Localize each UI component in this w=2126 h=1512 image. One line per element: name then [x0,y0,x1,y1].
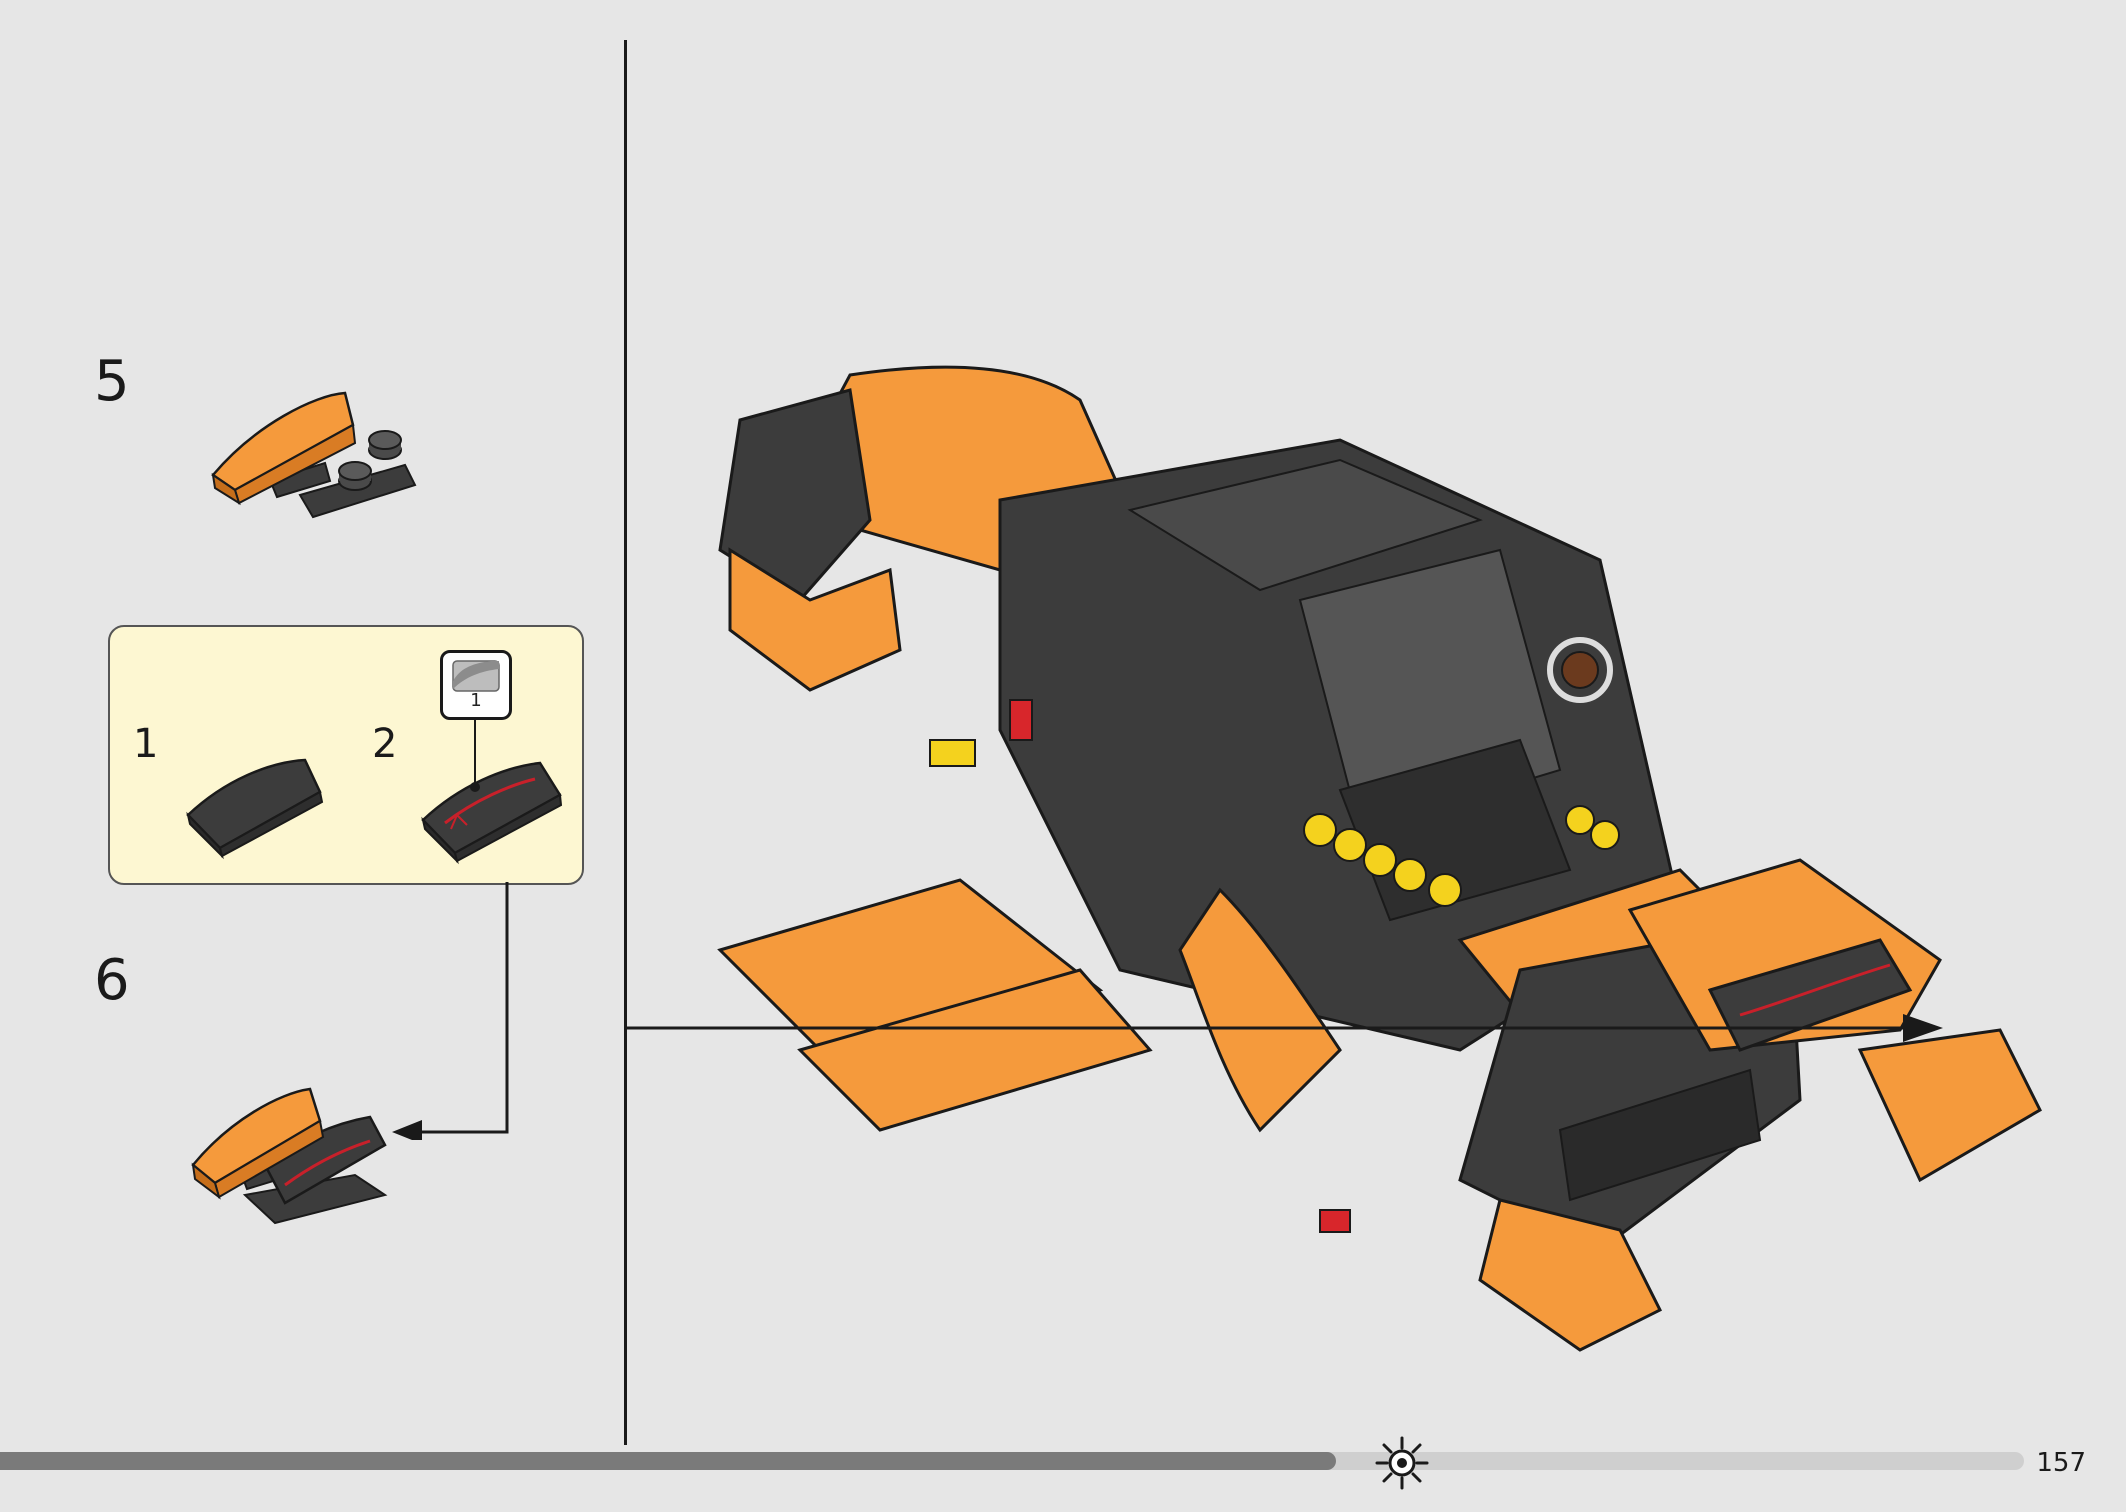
page-number: 157 [2036,1448,2086,1478]
placement-arrow [627,1014,1943,1042]
step6-part-illustration [191,1087,388,1225]
progress-fill [0,1452,1336,1470]
sticker-icon [452,660,500,692]
step-number-5: 5 [94,349,130,414]
sticker-leader-line [474,720,476,786]
sticker-number: 1 [470,690,482,711]
main-model-illustration [717,365,2042,1352]
panel-divider [624,40,627,1445]
callout-arrow [392,882,509,1140]
sticker-badge: 1 [440,650,512,720]
step5-part-illustration [211,391,417,519]
subassembly-step-2: 2 [372,721,398,767]
sun-gear-icon [1375,1436,1429,1490]
step-number-6: 6 [94,948,130,1013]
subassembly-step-1: 1 [133,721,159,767]
substep2-part-illustration [421,761,563,865]
sticker-leader-dot [470,782,480,792]
substep1-part-illustration [186,758,324,860]
